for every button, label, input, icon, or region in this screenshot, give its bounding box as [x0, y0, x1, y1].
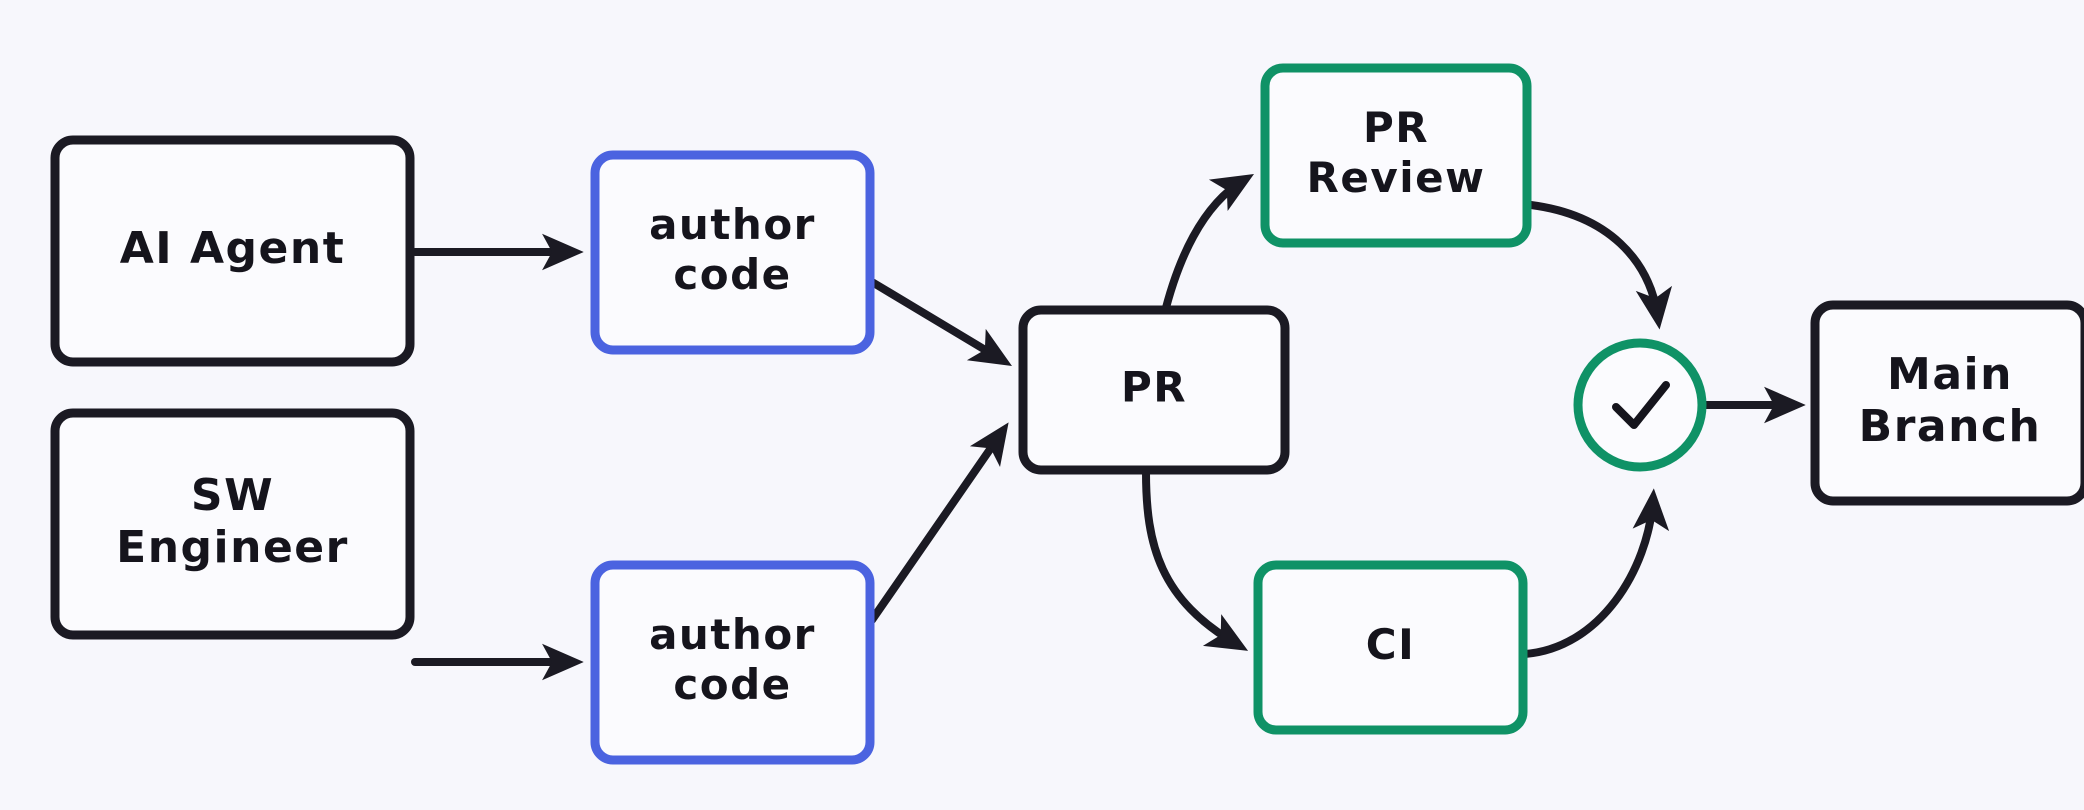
- author-code-box-bottom-shape: [590, 560, 875, 765]
- edge-pr-to-ci: [1142, 468, 1249, 651]
- pr-box-shape: [1018, 305, 1290, 475]
- ai-agent-box[interactable]: AI Agent: [50, 135, 415, 367]
- pr-review-box-label: PR: [1363, 103, 1429, 152]
- pr-review-box-label: Review: [1307, 153, 1486, 202]
- edge-ci-to-check: [1521, 488, 1670, 658]
- ai-agent-box-shape: [50, 135, 415, 367]
- ci-box-shape: [1253, 560, 1528, 735]
- ci-box[interactable]: CI: [1253, 560, 1528, 735]
- check-circle[interactable]: [1573, 338, 1707, 472]
- check-icon: [1612, 381, 1670, 429]
- ci-box-label: CI: [1366, 620, 1415, 669]
- author-code-box-top-shape: [590, 150, 875, 355]
- check-circle-ring: [1573, 338, 1707, 472]
- edge-pr-review-to-check: [1527, 201, 1673, 330]
- sw-engineer-box-label: SW: [191, 470, 274, 521]
- author-code-box-top-label: code: [673, 250, 791, 299]
- edge-author-code-bottom-to-pr: [868, 422, 1009, 624]
- edge-author-code-top-to-pr: [868, 278, 1012, 366]
- ai-agent-box-label: AI Agent: [120, 223, 346, 274]
- author-code-box-bottom-label: author: [649, 610, 816, 659]
- sw-engineer-box-label: Engineer: [116, 522, 349, 573]
- author-code-box-top-label: author: [649, 200, 816, 249]
- author-code-box-bottom-label: code: [673, 660, 791, 709]
- pr-box[interactable]: PR: [1018, 305, 1290, 475]
- main-branch-box-label: Main: [1887, 349, 2013, 400]
- sw-engineer-box-shape: [50, 408, 415, 640]
- main-branch-box-shape: [1810, 300, 2084, 506]
- pr-box-label: PR: [1121, 363, 1187, 412]
- pr-review-box-shape: [1260, 63, 1532, 248]
- main-branch-box-label: Branch: [1859, 401, 2042, 452]
